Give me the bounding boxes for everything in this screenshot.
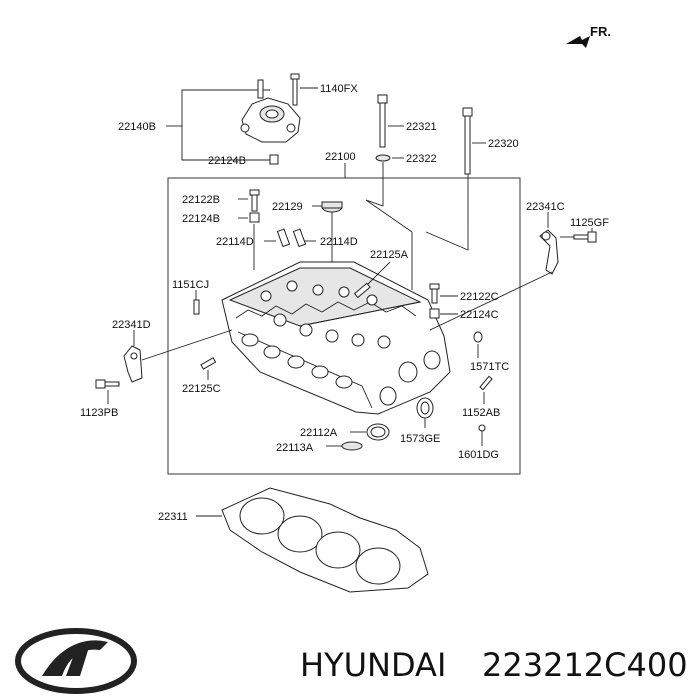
label-22114d-left: 22114D: [216, 236, 254, 248]
label-22129: 22129: [272, 201, 303, 213]
front-direction-label: FR.: [590, 24, 611, 39]
plug-1571tc-part: [473, 331, 483, 343]
bolt-1125gf-part: [573, 231, 597, 243]
bolt-22122b-part: [249, 189, 260, 212]
head-bolt-22320-part: [462, 107, 473, 175]
hyundai-logo-icon: [15, 628, 137, 694]
front-direction-arrow-icon: [566, 36, 590, 48]
bolt-22122c-part: [429, 283, 440, 304]
label-1573ge: 1573GE: [400, 433, 440, 445]
bushing-22124b-top-part: [269, 154, 279, 165]
washer-22322-part: [375, 154, 391, 162]
label-22125c: 22125C: [182, 383, 221, 395]
bracket-22341d-part: [123, 345, 143, 383]
bushing-22124c-part: [429, 308, 440, 319]
stud-1152ab-part: [479, 375, 493, 391]
label-22124b: 22124B: [182, 213, 220, 225]
stud-22125c-part: [200, 357, 217, 370]
label-22311: 22311: [158, 511, 188, 523]
label-1140fx: 1140FX: [320, 83, 358, 95]
label-22140b: 22140B: [118, 121, 156, 133]
label-22114d-right: 22114D: [320, 236, 358, 248]
pin-1151cj-part: [193, 299, 200, 315]
dowel-pin-part: [257, 79, 264, 99]
camshaft-position-sensor-bracket-part: [240, 97, 301, 143]
pin-1601dg-part: [478, 424, 486, 432]
label-22112a: 22112A: [300, 427, 338, 439]
bracket-22341c-part: [539, 229, 559, 275]
label-22320: 22320: [488, 138, 519, 150]
label-22341d: 22341D: [112, 319, 151, 331]
head-gasket-22311-part: [221, 487, 429, 593]
head-bolt-22321-part: [377, 94, 388, 148]
label-1571tc: 1571TC: [470, 361, 509, 373]
label-22122b: 22122B: [182, 194, 220, 206]
label-22124b-top: 22124B: [208, 155, 246, 167]
label-22100: 22100: [325, 151, 356, 163]
label-1152ab: 1152AB: [462, 407, 500, 419]
gasket-22113a-part: [341, 441, 363, 451]
label-22113a: 22113A: [276, 442, 314, 454]
label-22125a: 22125A: [370, 249, 409, 261]
label-22321: 22321: [406, 121, 437, 133]
bolt-1140fx-part: [290, 73, 300, 106]
valve-guide-22114d-part: [276, 228, 307, 248]
label-1123pb: 1123PB: [80, 407, 118, 419]
label-22122c: 22122C: [460, 291, 499, 303]
cylinder-head-assembly-frame: [167, 177, 521, 475]
label-1125gf: 1125GF: [570, 217, 609, 229]
bushing-22124b-part: [249, 212, 260, 223]
brand-name: HYUNDAI: [300, 646, 446, 684]
label-22322: 22322: [406, 153, 437, 165]
bracket-group-line: [181, 89, 270, 161]
label-1601dg: 1601DG: [458, 449, 499, 461]
stud-22125a-part: [353, 282, 371, 299]
cylinder-head-22100-part: [221, 261, 451, 415]
label-22341c: 22341C: [526, 201, 565, 213]
label-1151cj: 1151CJ: [172, 279, 209, 291]
label-22124c: 22124C: [460, 309, 499, 321]
part-number: 223212C400: [482, 646, 688, 684]
oil-filler-cap-22129-part: [321, 201, 343, 213]
bolt-1123pb-part: [95, 379, 120, 389]
